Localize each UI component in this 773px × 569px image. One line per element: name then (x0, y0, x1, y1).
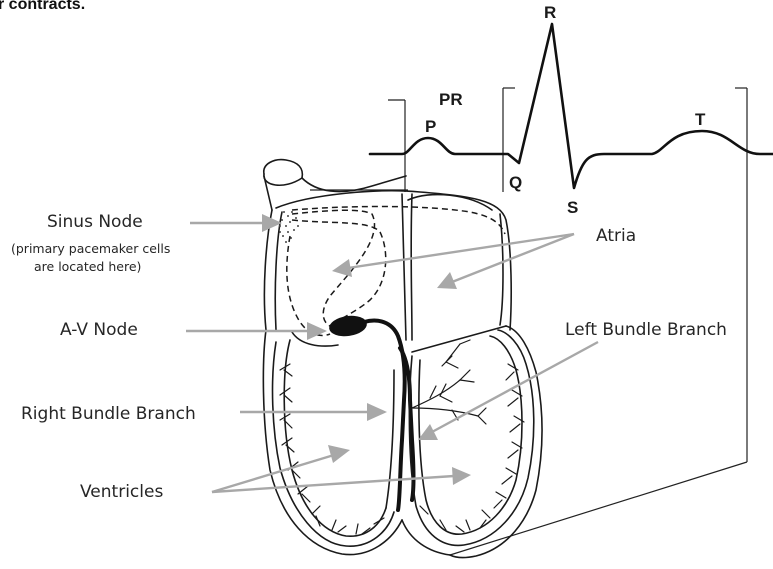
ecg-pr-label: PR (439, 90, 463, 109)
label-right-bundle: Right Bundle Branch (21, 404, 196, 424)
arrow-ventricles-left (212, 476, 454, 492)
label-ventricles: Ventricles (80, 482, 163, 502)
arrow-left-bundle (432, 342, 598, 432)
header-fragment: r contracts. (0, 0, 85, 13)
ecg-q-label: Q (509, 173, 522, 192)
ecg-r-label: R (544, 3, 556, 22)
label-av-node: A-V Node (60, 320, 138, 340)
av-node-shape (328, 313, 368, 338)
ecg-trace (370, 24, 773, 188)
arrow-atria-left (348, 234, 574, 268)
label-atria: Atria (596, 226, 636, 246)
left-bundle-fibers (412, 340, 486, 424)
heart-illustration (263, 160, 542, 558)
purkinje-left (420, 364, 524, 532)
ecg-p-label: P (425, 117, 436, 136)
label-sinus-node: Sinus Node (47, 212, 143, 232)
label-sinus-note-2: are located here) (34, 259, 141, 274)
ecg-s-label: S (567, 198, 578, 217)
label-left-bundle: Left Bundle Branch (565, 320, 727, 340)
arrow-atria-right (452, 234, 574, 282)
arrow-ventricles-right (212, 455, 334, 492)
label-sinus-note-1: (primary pacemaker cells (11, 241, 170, 256)
ecg-t-label: T (695, 110, 706, 129)
